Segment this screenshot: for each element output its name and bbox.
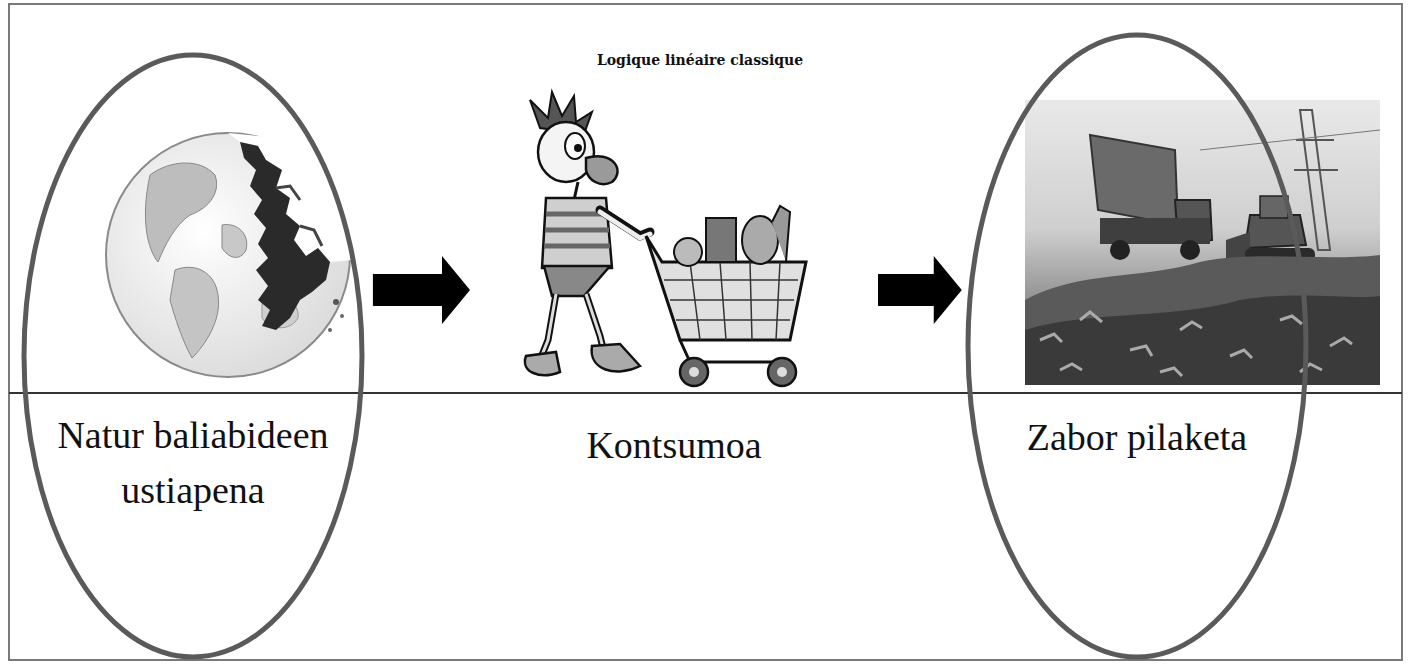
landfill-photo (1025, 100, 1380, 385)
globe-illustration (106, 133, 352, 377)
consumption-node: Kontsumoa (478, 100, 870, 480)
ellipse-outline (965, 32, 1309, 660)
flow-arrow (373, 256, 470, 324)
ellipse-outline (21, 52, 365, 660)
frame-border (9, 4, 1402, 660)
waste-ellipse: Zabor pilaketa (965, 32, 1309, 660)
consumer-cartoon (525, 92, 806, 386)
diagram-title: Logique linéaire classique (500, 52, 900, 68)
resource-ellipse: Natur baliabideen ustiapena (21, 52, 365, 660)
divider-line (9, 392, 1402, 394)
ellipse-border (24, 55, 362, 657)
node-label: Zabor pilaketa (987, 410, 1287, 465)
node-label: Kontsumoa (524, 418, 824, 473)
flow-arrow (878, 256, 962, 324)
node-label: Natur baliabideen ustiapena (38, 408, 348, 518)
ellipse-border (968, 35, 1306, 657)
